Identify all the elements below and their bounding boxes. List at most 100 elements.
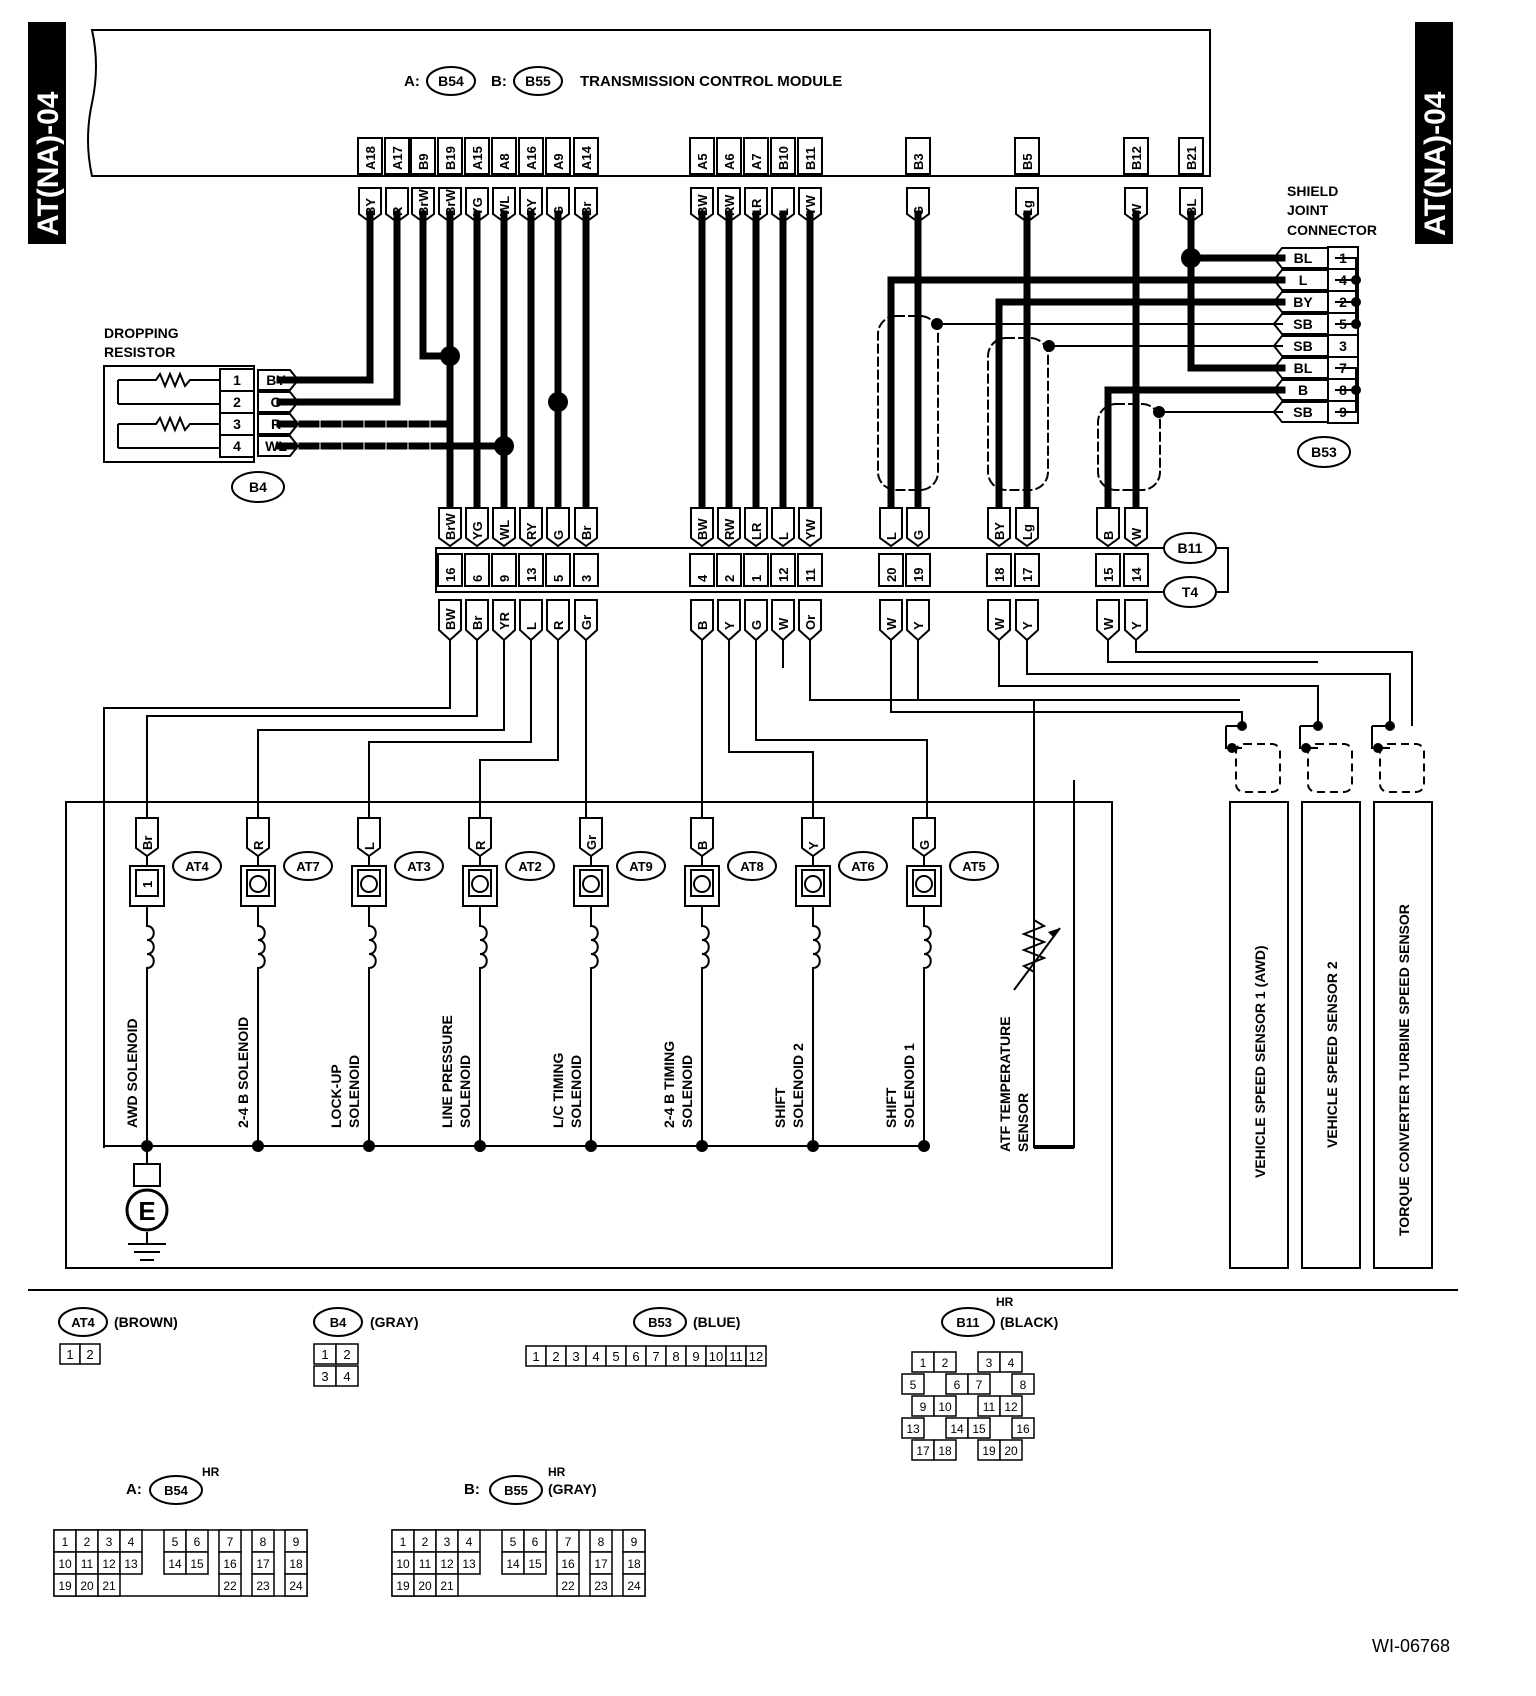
tcm-terminal-pin: A17 — [390, 146, 405, 170]
joint-upper-wire-tag — [987, 507, 1011, 548]
legend-b4-color: (GRAY) — [370, 1314, 419, 1330]
shield-joint-wire-tag — [1272, 335, 1329, 357]
legend-b53-pin: 2 — [552, 1349, 559, 1364]
legend-b11-cell — [933, 1351, 957, 1373]
solenoid-wire: R — [473, 840, 488, 850]
joint-lower-wire-tag — [1124, 599, 1148, 642]
shield-joint-wire-tag — [1272, 313, 1329, 335]
legend-b11-pin: 15 — [972, 1422, 986, 1436]
legend-b54-pin: 22 — [223, 1579, 237, 1593]
joint-lower-wire-tag — [1096, 599, 1120, 642]
shield-joint-wire: SB — [1293, 404, 1312, 420]
tcm-wire-color: RW — [722, 194, 737, 216]
joint-upper-wire-tag — [574, 507, 598, 548]
legend-b54-cell — [119, 1551, 143, 1575]
joint-lower-wire-tag — [546, 599, 570, 642]
legend-b54-pin: 2 — [84, 1535, 91, 1549]
solenoid-connector-face — [579, 869, 603, 897]
shield-joint-wire: B — [1298, 382, 1308, 398]
legend-b53-pin: 4 — [592, 1349, 599, 1364]
tcm-terminal-box — [357, 137, 383, 175]
joint-upper-wire: B — [1101, 531, 1116, 540]
solenoid-connector-oval — [838, 851, 888, 881]
shield-joint-wire: BL — [1294, 360, 1313, 376]
ground-junction-dot — [474, 1140, 486, 1152]
joint-pin-box — [518, 553, 544, 587]
tcm-terminal-pin: B3 — [911, 153, 926, 170]
joint-lower-wire: Y — [1020, 621, 1035, 630]
legend-b55-pin: 16 — [561, 1557, 575, 1571]
joint-lower-wire-tag — [744, 599, 768, 642]
legend-b11-pin: 8 — [1020, 1378, 1027, 1392]
joint-upper-wire-tag — [438, 507, 462, 548]
joint-upper-wire: YG — [470, 521, 485, 540]
coil-icon — [368, 906, 377, 1146]
solenoid-pin-socket — [693, 875, 711, 893]
atf-sensor-label-1: ATF TEMPERATURE — [997, 1016, 1013, 1152]
legend-b54-pin: 21 — [102, 1579, 116, 1593]
legend-b11-pin: 20 — [1004, 1444, 1018, 1458]
legend-b55-prefix: B: — [464, 1481, 480, 1498]
joint-label-t4: T4 — [1182, 584, 1199, 600]
legend-b4-conn: B4 — [330, 1315, 347, 1330]
legend-b54-cell — [284, 1573, 308, 1597]
tcm-conn-b: B55 — [525, 73, 551, 89]
legend-b55-cell — [457, 1551, 481, 1575]
dropping-resistor-wire: R — [271, 416, 281, 432]
joint-upper-wire-tag — [1015, 507, 1039, 548]
dropping-resistor-pin: 4 — [233, 438, 241, 454]
ground-junction-dot — [363, 1140, 375, 1152]
speed-sensor-shields — [1235, 743, 1425, 793]
legend-at4-color: (BROWN) — [114, 1314, 178, 1330]
legend-b54-conn: B54 — [164, 1483, 189, 1498]
joint-pin-box — [573, 553, 599, 587]
legend-b55-pin: 4 — [466, 1535, 473, 1549]
joint-upper-wire: BrW — [443, 513, 458, 540]
legend-b55-pin: 10 — [396, 1557, 410, 1571]
solenoid-wire: L — [362, 842, 377, 850]
joint-pin-box — [437, 553, 463, 587]
joint-lower-wire-tag — [690, 599, 714, 642]
legend-b54-pin: 16 — [223, 1557, 237, 1571]
legend-b11-cell — [933, 1439, 957, 1461]
joint-pin-box — [1123, 553, 1149, 587]
legend-b55-cell — [556, 1573, 580, 1597]
ground-junction-dot — [807, 1140, 819, 1152]
joint-upper-wire: L — [884, 532, 899, 540]
page-code-right: AT(NA)-04 — [1419, 91, 1452, 236]
joint-lower-wire: W — [776, 617, 791, 630]
legend-b53-pin: 11 — [729, 1349, 743, 1364]
tcm-terminal-pin: A18 — [363, 146, 378, 170]
solenoid-label: SOLENOID 1 — [901, 1043, 917, 1128]
shield-joint-wire-tag — [1272, 401, 1329, 423]
legend-b53-pin: 3 — [572, 1349, 579, 1364]
legend-b11-pin: 4 — [1008, 1356, 1015, 1370]
tcm-wire-tag — [1015, 187, 1039, 224]
tcm-terminal-strip: A18BYA17RB9BrWB19BrWA15YGA8WLA16RYA9GA14… — [357, 137, 1204, 224]
tcm-terminal-box — [545, 137, 571, 175]
speed-sensor-dots — [1227, 721, 1395, 753]
legend-b55-pin: 21 — [440, 1579, 454, 1593]
joint-upper-wire-tag — [717, 507, 741, 548]
joint-pin-box — [464, 553, 490, 587]
legend-b4-pin: 1 — [321, 1347, 328, 1362]
legend-b55-pin: 24 — [627, 1579, 641, 1593]
solenoid-connector-face — [912, 869, 936, 897]
tcm-wire-color: BW — [695, 194, 710, 216]
joint-pin-box — [878, 553, 904, 587]
legend-b11-pin: 10 — [938, 1400, 952, 1414]
solenoid-wire-tag — [690, 817, 714, 858]
solenoid-wire: Y — [806, 841, 821, 850]
legend-b11-cell — [1011, 1417, 1035, 1439]
solenoid-label: SOLENOID — [568, 1055, 584, 1128]
joint-pin: 17 — [1020, 568, 1035, 582]
dropping-resistor-wire: BY — [266, 372, 286, 388]
tcm-prefix-a: A: — [404, 73, 420, 90]
shield-title-1: SHIELD — [1287, 183, 1338, 199]
solenoid-pin-socket — [471, 875, 489, 893]
solenoid-wire-tag — [468, 817, 492, 858]
legend-b11-cell — [999, 1439, 1023, 1461]
legend-b11-cell — [1011, 1373, 1035, 1395]
